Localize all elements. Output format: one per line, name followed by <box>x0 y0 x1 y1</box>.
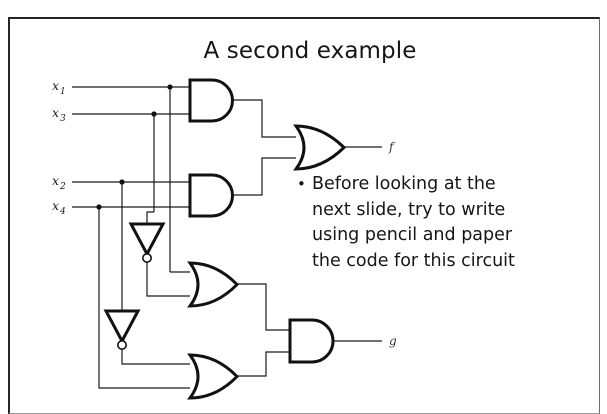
wire-or3-to-andg <box>237 283 290 331</box>
input-label-x2: x 2 <box>52 173 66 192</box>
input-label-x4-base: x <box>52 198 59 213</box>
bullet-line: Before looking at the <box>312 174 496 194</box>
junction-dot-group <box>96 84 173 210</box>
wire-x3-to-not1 <box>146 211 154 224</box>
wire-not1-to-or3 <box>146 258 190 297</box>
input-label-x3-sub: 3 <box>60 114 66 124</box>
input-label-x1-sub: 1 <box>60 87 66 97</box>
or-gate-3 <box>187 261 240 308</box>
junction-dot <box>96 204 102 210</box>
input-label-x2-base: x <box>52 173 59 188</box>
bullet-text: Before looking at the next slide, try to… <box>312 172 587 274</box>
and-gate-1 <box>188 78 234 123</box>
and-gate-g <box>288 318 335 364</box>
bullet-line: next slide, try to write <box>312 199 506 220</box>
junction-dot <box>151 111 157 117</box>
output-label-g: g <box>389 334 397 348</box>
junction-dot <box>119 179 125 185</box>
input-label-x4: x 4 <box>52 198 66 217</box>
not-gate-2 <box>103 309 141 345</box>
input-label-x3-base: x <box>52 105 59 120</box>
page-title: A second example <box>203 38 417 64</box>
junction-dot <box>167 84 173 90</box>
input-label-x1: x 1 <box>52 78 66 97</box>
input-label-x3: x 3 <box>52 105 66 124</box>
input-label-x4-sub: 4 <box>59 207 66 217</box>
wire-not2-to-or4 <box>121 345 190 365</box>
or-gate-4 <box>187 353 240 400</box>
wire-x4-to-or4 <box>98 207 190 389</box>
wire-group <box>72 86 382 389</box>
not-gate-1 <box>128 222 166 258</box>
and-gate-2 <box>188 173 234 218</box>
wire-and2-to-orf <box>233 157 296 196</box>
bullet-line: using pencil and paper <box>312 225 513 245</box>
input-label-x1-base: x <box>52 78 59 93</box>
not-gate-1-bubble-icon <box>142 253 153 264</box>
input-label-x2-sub: 2 <box>59 182 66 192</box>
bullet-marker-icon: • <box>297 175 306 193</box>
bullet-list: • Before looking at the next slide, try … <box>297 172 587 274</box>
not-gate-2-bubble-icon <box>117 339 128 350</box>
bullet-line: the code for this circuit <box>312 250 515 271</box>
or-gate-f <box>293 124 347 171</box>
output-label-f: f <box>388 140 396 154</box>
list-item: • Before looking at the next slide, try … <box>297 172 587 274</box>
wire-and1-to-orf <box>233 99 296 138</box>
wire-or4-to-andg <box>237 351 290 377</box>
